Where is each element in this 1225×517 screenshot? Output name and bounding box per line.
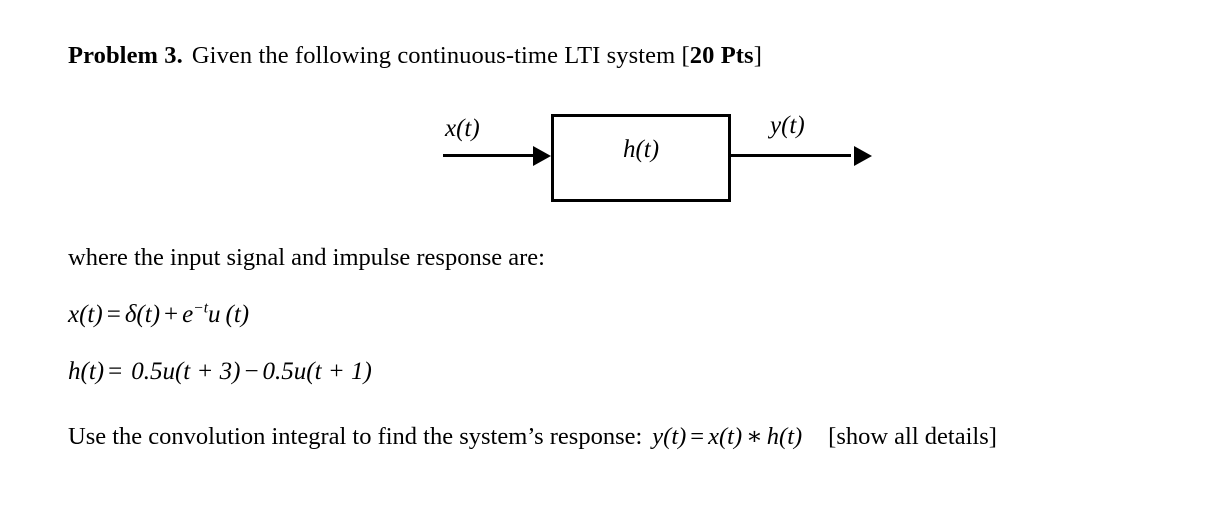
- eq1-equals: =: [106, 301, 121, 328]
- eq2-term-2: 0.5u(t + 1): [262, 358, 372, 385]
- block-diagram: x(t) h(t) y(t): [420, 100, 900, 220]
- system-block: h(t): [551, 114, 731, 202]
- problem-heading: Problem 3. Given the following continuous…: [68, 41, 762, 71]
- equation-x-of-t: x(t)=δ(t)+e−tu(t): [68, 300, 249, 330]
- problem-points: 20 Pts: [689, 42, 754, 69]
- input-arrow-line: [443, 154, 539, 157]
- final-note: [show all details]: [828, 423, 997, 450]
- eq2-term-1: 0.5u(t + 3): [131, 358, 241, 385]
- eq2-equals: =: [108, 358, 123, 385]
- problem-statement-close: ]: [753, 42, 762, 69]
- final-eq-rhs-x: x(t): [708, 423, 743, 450]
- arrow-right-icon: [533, 145, 551, 166]
- final-eq-rhs-h: h(t): [766, 423, 803, 450]
- eq2-minus: −: [244, 358, 259, 385]
- final-eq-lhs: y(t): [652, 423, 687, 450]
- final-eq-equals: =: [690, 423, 705, 450]
- equation-h-of-t: h(t)= 0.5u(t + 3)−0.5u(t + 1): [68, 357, 372, 387]
- system-block-label: h(t): [622, 136, 660, 163]
- final-instruction-line: Use the convolution integral to find the…: [68, 422, 997, 452]
- eq1-lhs: x(t): [68, 301, 103, 328]
- eq1-exp-base: e: [182, 301, 194, 328]
- arrow-right-icon: [854, 145, 872, 166]
- eq1-delta: δ(t): [124, 301, 161, 328]
- eq1-plus: +: [164, 301, 179, 328]
- where-line: where the input signal and impulse respo…: [68, 244, 545, 271]
- eq1-arg: (t): [225, 301, 250, 328]
- output-arrow-line: [731, 154, 851, 157]
- diagram-output-label: y(t): [770, 112, 805, 139]
- convolution-operator: ∗: [746, 423, 763, 450]
- eq1-u: u: [208, 301, 221, 328]
- eq1-exp-power: −t: [193, 299, 209, 317]
- problem-statement: Given the following continuous-time LTI …: [191, 42, 690, 69]
- eq2-lhs: h(t): [68, 358, 105, 385]
- diagram-input-label: x(t): [445, 115, 480, 142]
- problem-label: Problem 3.: [68, 42, 183, 69]
- final-prefix: Use the convolution integral to find the…: [68, 423, 643, 450]
